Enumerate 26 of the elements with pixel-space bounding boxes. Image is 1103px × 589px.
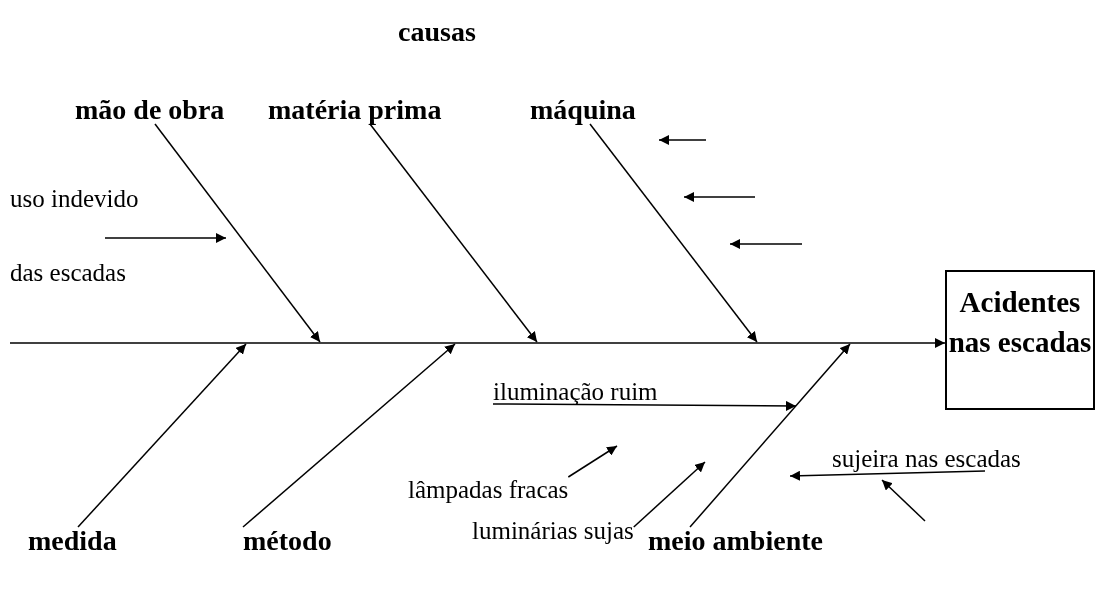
cause-bone-arrow <box>154 123 321 343</box>
category-label: mão de obra <box>75 96 225 124</box>
category-label: matéria prima <box>268 96 442 124</box>
cause-bone-arrow <box>689 343 851 528</box>
arrow <box>104 233 227 243</box>
spine-arrow <box>9 338 946 348</box>
effect-box: Acidentes nas escadas <box>945 270 1095 410</box>
category-label: medida <box>28 527 117 555</box>
cause-label: luminárias sujas <box>472 518 634 543</box>
cause-label: iluminação ruim <box>493 379 658 404</box>
cause-text: uso indevido <box>10 186 139 211</box>
cause-label: lâmpadas fracas <box>408 477 569 502</box>
cause-bone-arrow <box>242 343 456 528</box>
category-label: máquina <box>530 96 636 124</box>
arrow <box>789 470 986 481</box>
cause-bone-arrow <box>369 123 538 343</box>
arrow <box>633 461 706 528</box>
category-label: método <box>243 527 332 555</box>
category-label: meio ambiente <box>648 527 823 555</box>
diagram-title: causas <box>398 18 476 46</box>
cause-label: sujeira nas escadas <box>832 446 1021 471</box>
cause-text: das escadas <box>10 260 127 285</box>
cause-bone-arrow <box>77 343 247 528</box>
arrow <box>567 445 618 478</box>
cause-bone-arrow <box>589 123 758 343</box>
arrow <box>492 400 797 411</box>
